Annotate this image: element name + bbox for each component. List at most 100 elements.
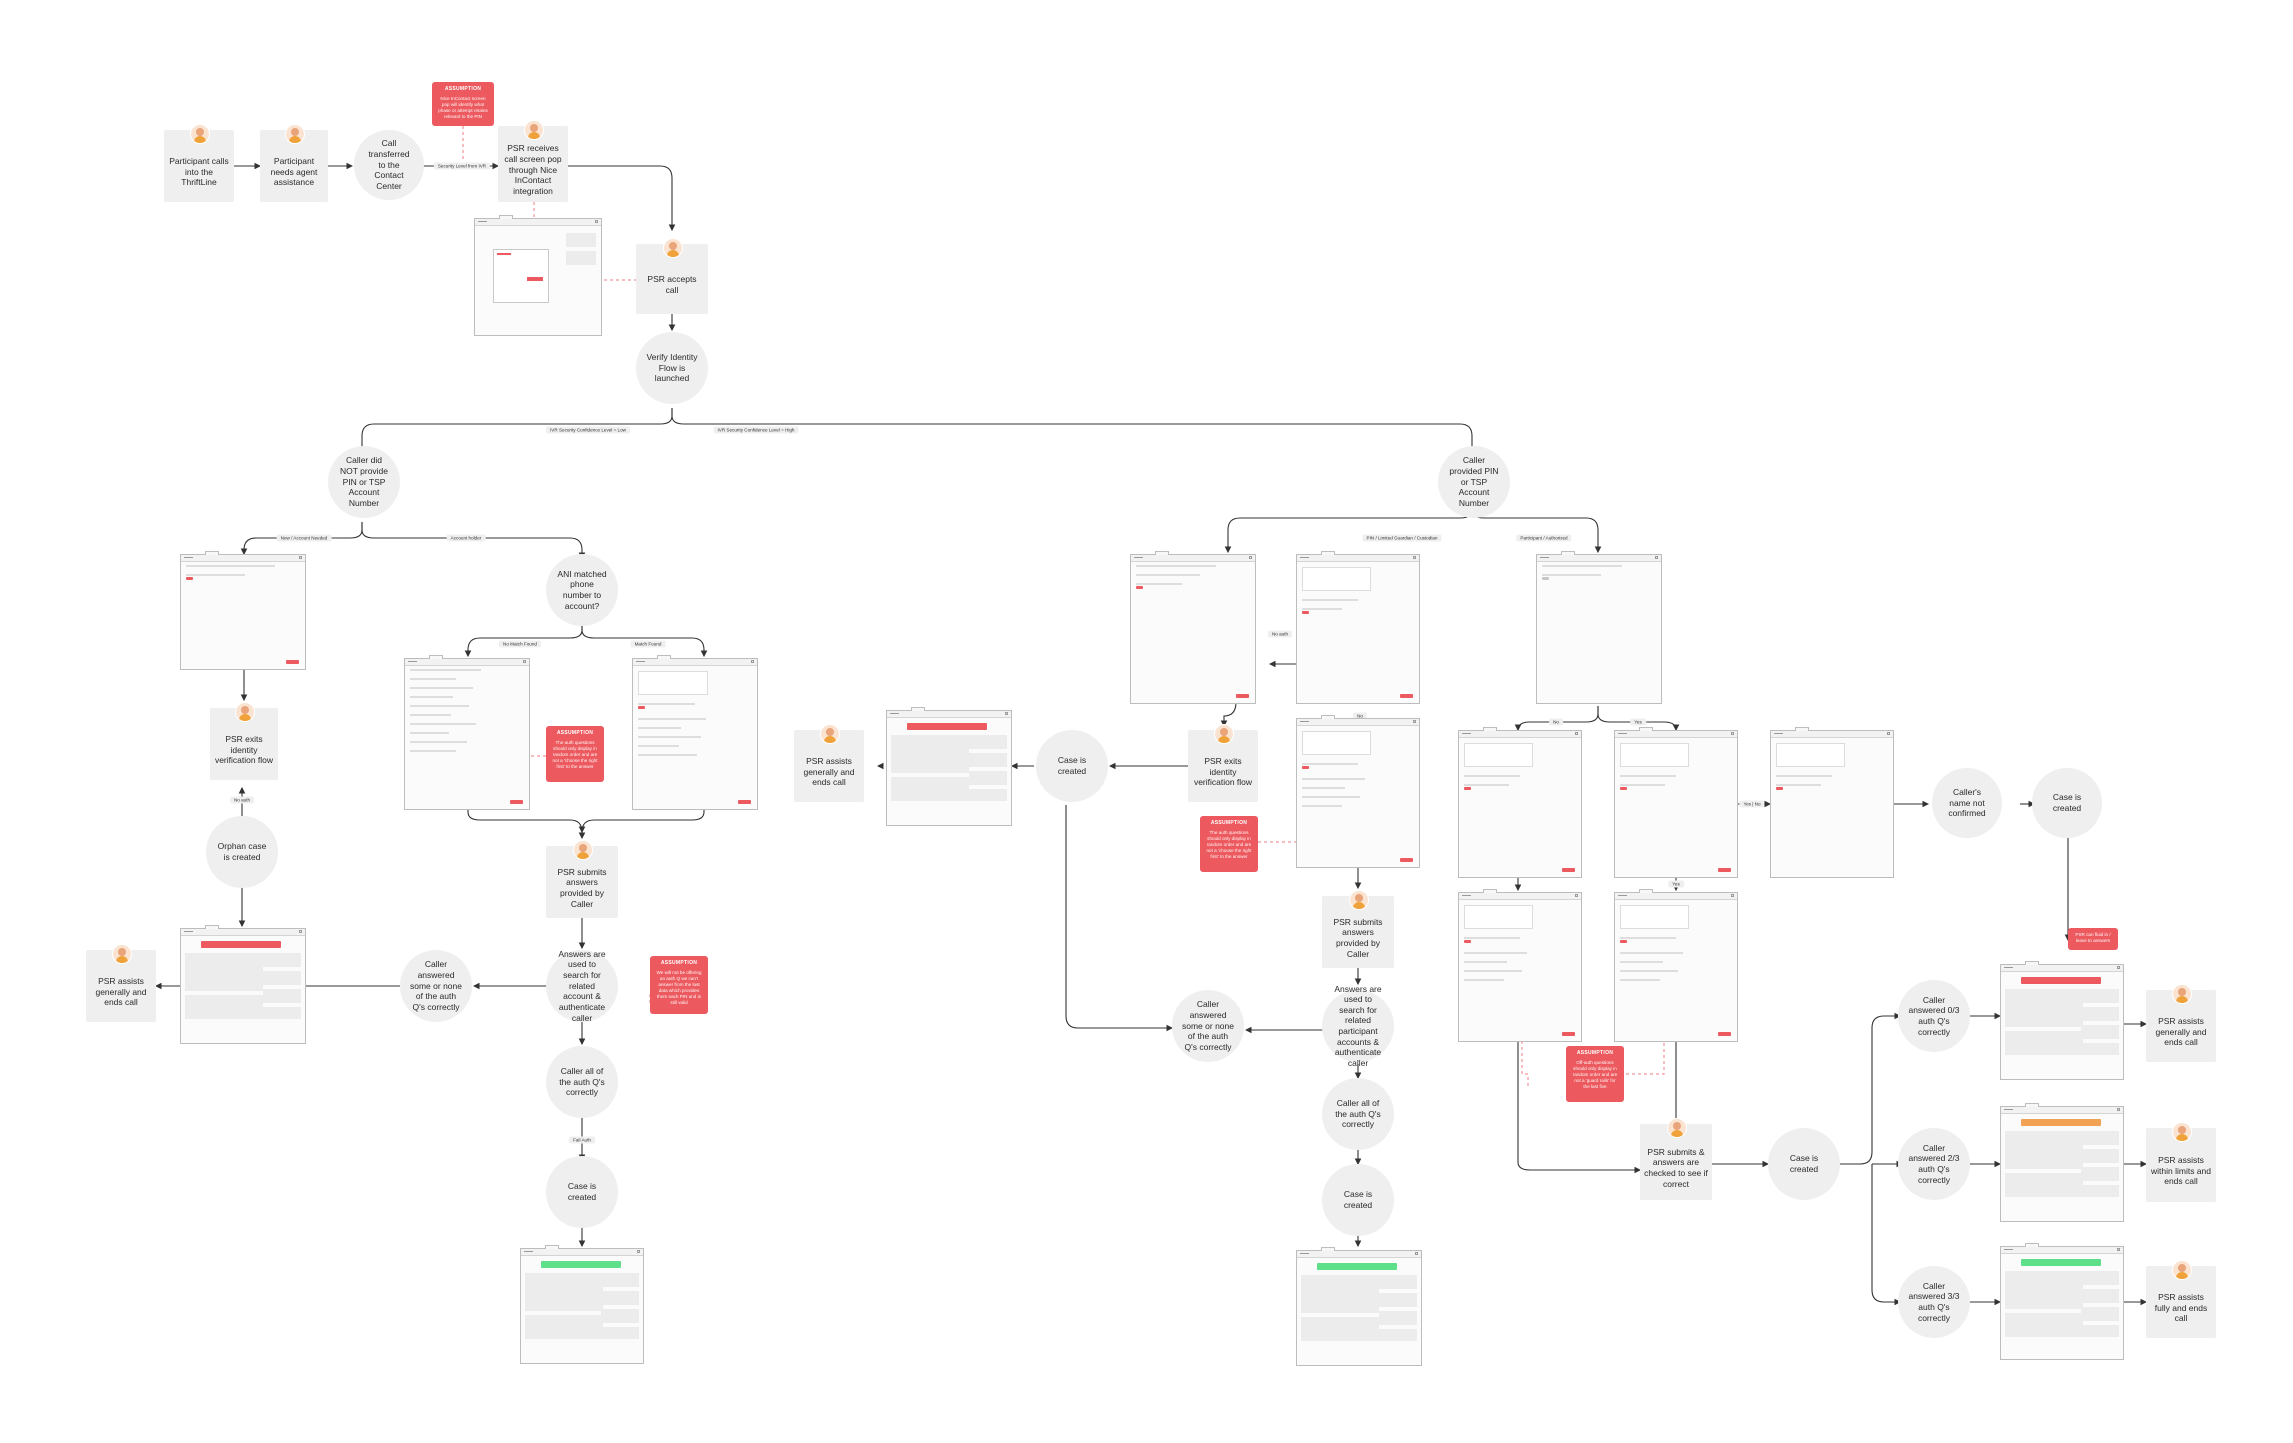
- case-created-2-text: Case is created: [1343, 1189, 1373, 1210]
- wireframe-outcome-green: [2000, 1243, 2124, 1360]
- agent-avatar-icon: [2172, 984, 2192, 1004]
- case-created-right-text: Case is created: [2052, 792, 2082, 813]
- case-created-1-text: Case is created: [567, 1181, 597, 1202]
- participant-calls-text: Participant calls into the ThriftLine: [169, 156, 229, 188]
- edge-label: Yes: [1630, 718, 1646, 726]
- assumption-body: PSR can fluid in / leave to answers: [2075, 932, 2111, 943]
- edge-label: Fail Auth: [569, 1136, 595, 1144]
- wireframe-name-confirm: [1770, 727, 1894, 878]
- edge-label: PIN / Limited Guardian / Custodian: [1362, 534, 1442, 542]
- screen-pop-text: PSR receives call screen pop through Nic…: [504, 143, 562, 196]
- exits-flow-mid-node: PSR exits identity verification flow: [1188, 724, 1258, 802]
- assists-fully-node: PSR assists fully and ends call: [2146, 1260, 2216, 1338]
- assists-left-node: PSR assists generally and ends call: [86, 944, 156, 1022]
- wireframe-case-green-2: [1296, 1247, 1422, 1366]
- assists-mid-text: PSR assists generally and ends call: [803, 756, 855, 788]
- wireframe-pin-question-b: [1296, 551, 1420, 704]
- wireframe-orphan-case: [180, 925, 306, 1044]
- assumption-note: ASSUMPTION Nice InContact screen pop wil…: [432, 82, 494, 126]
- assumption-title: ASSUMPTION: [1210, 820, 1248, 826]
- wireframe-pin-question-a: [1130, 551, 1256, 704]
- agent-avatar-icon: [1349, 890, 1369, 910]
- assumption-body: Nice InContact screen pop will identify …: [438, 96, 488, 119]
- answers-used-1-text: Answers are used to search for related a…: [558, 948, 606, 1023]
- wireframe-question-left: [180, 551, 306, 670]
- provided-pin-text: Caller provided PIN or TSP Account Numbe…: [1449, 455, 1499, 508]
- wireframe-pin-question-c: [1296, 715, 1420, 868]
- wireframe-no-match: [404, 655, 530, 810]
- edge-label: Security Level from IVR: [433, 162, 491, 170]
- exits-flow-left-text: PSR exits identity verification flow: [214, 734, 274, 766]
- agent-avatar-icon: [2172, 1122, 2192, 1142]
- all-correct-1-node: Caller all of the auth Q's correctly: [546, 1046, 618, 1118]
- submits-answers-1-node: PSR submits answers provided by Caller: [546, 840, 618, 918]
- case-created-right-node: Case is created: [2032, 768, 2102, 838]
- submits-answers-2-node: PSR submits answers provided by Caller: [1322, 890, 1394, 968]
- assumption-title: ASSUMPTION: [1576, 1050, 1614, 1056]
- submits-answers-2-text: PSR submits answers provided by Caller: [1333, 916, 1383, 959]
- edge-label: Yes: [1668, 880, 1684, 888]
- assists-limits-node: PSR assists within limits and ends call: [2146, 1122, 2216, 1202]
- wireframe-auth-no-b: [1458, 889, 1582, 1042]
- agent-avatar-icon: [235, 702, 255, 722]
- assumption-note: ASSUMPTION Off-auth questions should onl…: [1566, 1046, 1624, 1102]
- participant-calls-node: Participant calls into the ThriftLine: [164, 124, 234, 202]
- accepts-call-node: PSR accepts call: [636, 238, 708, 314]
- some-none-1-text: Caller answered some or none of the auth…: [410, 959, 462, 1012]
- answered-2-3-text: Caller answered 2/3 auth Q's correctly: [1908, 1142, 1960, 1185]
- assumption-body: We will not be offering an auth Q we can…: [656, 970, 702, 1005]
- wireframe-outcome-red: [2000, 961, 2124, 1080]
- answers-used-2-node: Answers are used to search for related p…: [1322, 984, 1394, 1068]
- submits-checked-node: PSR submits & answers are checked to see…: [1640, 1118, 1712, 1200]
- wireframe-outcome-orange: [2000, 1103, 2124, 1222]
- call-transferred-text: Call transferred to the Contact Center: [368, 138, 410, 191]
- ani-match-node: ANI matched phone number to account?: [546, 554, 618, 626]
- case-created-2-node: Case is created: [1322, 1164, 1394, 1236]
- all-correct-1-text: Caller all of the auth Q's correctly: [559, 1066, 605, 1098]
- answered-3-3-node: Caller answered 3/3 auth Q's correctly: [1898, 1266, 1970, 1338]
- agent-avatar-icon: [663, 238, 683, 258]
- edge-label: No auth: [229, 796, 255, 804]
- name-not-confirmed-text: Caller's name not confirmed: [1948, 787, 1986, 819]
- wireframe-case-red-mid: [886, 707, 1012, 826]
- answered-2-3-node: Caller answered 2/3 auth Q's correctly: [1898, 1128, 1970, 1200]
- wireframe-participant-question: [1536, 551, 1662, 704]
- case-created-3-text: Case is created: [1789, 1153, 1819, 1174]
- agent-avatar-icon: [1214, 724, 1234, 744]
- participant-avatar-icon: [190, 124, 210, 144]
- case-created-mid-text: Case is created: [1057, 755, 1087, 776]
- assists-limits-text: PSR assists within limits and ends call: [2151, 1155, 2211, 1187]
- wireframe-match-found: [632, 655, 758, 810]
- answers-used-1-node: Answers are used to search for related a…: [546, 948, 618, 1023]
- assumption-title: ASSUMPTION: [660, 960, 698, 966]
- assists-mid-node: PSR assists generally and ends call: [794, 724, 864, 802]
- some-none-2-node: Caller answered some or none of the auth…: [1172, 990, 1244, 1062]
- ani-match-text: ANI matched phone number to account?: [557, 568, 607, 611]
- assumption-note: PSR can fluid in / leave to answers: [2068, 928, 2118, 950]
- assumption-title: ASSUMPTION: [556, 730, 594, 736]
- exits-flow-left-node: PSR exits identity verification flow: [210, 702, 278, 780]
- screen-pop-node: PSR receives call screen pop through Nic…: [498, 120, 568, 202]
- needs-assistance-text: Participant needs agent assistance: [270, 156, 318, 188]
- edge-label: No Match Found: [499, 640, 541, 648]
- exits-flow-mid-text: PSR exits identity verification flow: [1193, 756, 1253, 788]
- edge-label: No: [1353, 712, 1367, 720]
- wireframe-auth-yes-a: [1614, 727, 1738, 878]
- wireframe-auth-no-a: [1458, 727, 1582, 878]
- assumption-body: The auth questions should only display i…: [552, 740, 598, 769]
- case-created-1-node: Case is created: [546, 1156, 618, 1228]
- verify-flow-node: Verify Identity Flow is launched: [636, 332, 708, 404]
- agent-avatar-icon: [573, 840, 593, 860]
- orphan-case-node: Orphan case is created: [206, 816, 278, 888]
- participant-avatar-icon: [285, 124, 305, 144]
- edge-label: Account holder: [446, 534, 486, 542]
- assumption-body: The auth questions should only display i…: [1206, 830, 1252, 859]
- agent-avatar-icon: [524, 120, 544, 140]
- accepts-call-text: PSR accepts call: [647, 274, 697, 295]
- agent-avatar-icon: [2172, 1260, 2192, 1280]
- assumption-title: ASSUMPTION: [444, 86, 482, 92]
- assumption-body: Off-auth questions should only display i…: [1572, 1060, 1618, 1089]
- all-correct-2-text: Caller all of the auth Q's correctly: [1335, 1098, 1381, 1130]
- name-not-confirmed-node: Caller's name not confirmed: [1932, 768, 2002, 838]
